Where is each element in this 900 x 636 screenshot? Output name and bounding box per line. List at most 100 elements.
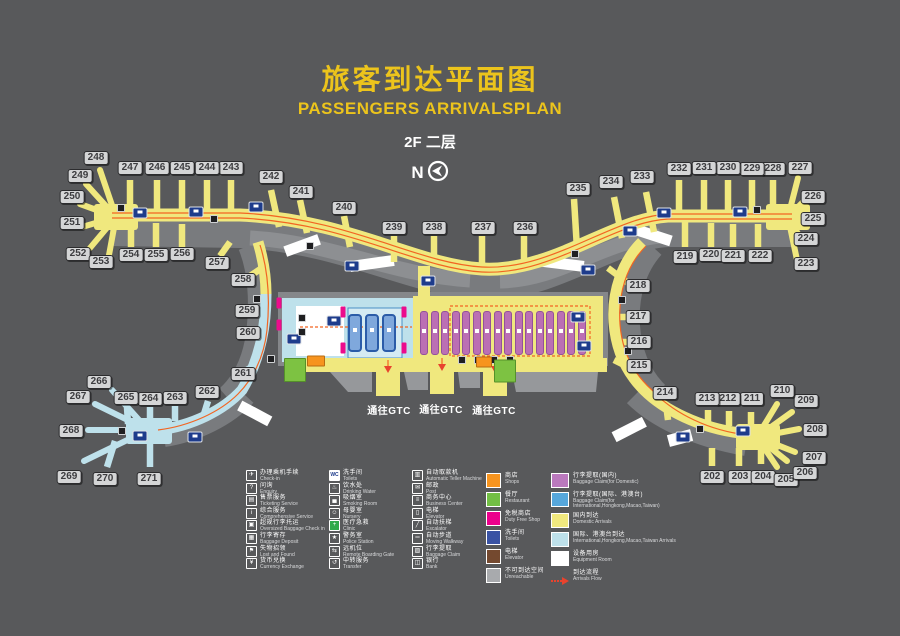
blue-amenity-icon	[580, 264, 596, 276]
facility-duty-free-shop-swatch	[486, 511, 501, 526]
gate-label-267: 267	[65, 390, 91, 404]
baggage-deposit-icon: ▦	[246, 532, 257, 544]
escalator-icon: ╱	[412, 520, 423, 532]
gate-label-213: 213	[694, 392, 720, 406]
gate-label-218: 218	[625, 279, 651, 293]
floor-label: 2F 二层	[404, 134, 456, 151]
compass: N	[0, 160, 860, 187]
blue-amenity-icon	[187, 431, 203, 443]
black-amenity-icon	[753, 206, 761, 214]
gate-label-269: 269	[56, 470, 82, 484]
domestic-baggage-carousel	[451, 311, 460, 355]
gate-label-263: 263	[162, 391, 188, 405]
page-title-zh: 旅客到达平面图	[321, 64, 539, 95]
facility-unreachable-swatch	[486, 568, 501, 583]
automatic-teller-machine-icon: ▥	[412, 470, 423, 481]
gate-label-264: 264	[137, 392, 163, 406]
gate-label-223: 223	[793, 257, 819, 271]
gate-label-224: 224	[793, 232, 819, 246]
gate-label-217: 217	[625, 310, 651, 324]
gate-label-202: 202	[699, 470, 725, 484]
black-amenity-icon	[253, 295, 261, 303]
gate-label-239: 239	[381, 221, 407, 235]
gate-label-205: 205	[773, 473, 799, 487]
domestic-baggage-carousel	[504, 311, 512, 355]
domestic-baggage-carousel	[472, 311, 481, 355]
post-icon: ✉	[412, 482, 423, 494]
black-amenity-icon	[618, 296, 626, 304]
ticketing-service-icon: ▤	[246, 495, 257, 507]
domestic-baggage-carousel	[525, 311, 533, 355]
baggage-claim-icon: ▨	[412, 545, 423, 557]
gate-label-232: 232	[666, 162, 692, 176]
gate-label-226: 226	[800, 190, 826, 204]
gate-label-234: 234	[598, 175, 624, 189]
orange-amenity-icon	[307, 355, 325, 367]
black-amenity-icon	[571, 250, 579, 258]
gate-label-210: 210	[769, 384, 795, 398]
blue-amenity-icon	[675, 431, 691, 443]
gate-label-215: 215	[626, 359, 652, 373]
moving-walkway-icon: ═	[412, 532, 423, 544]
blue-amenity-icon	[732, 206, 748, 218]
zone-baggage-claim-for-internatio: 行李提取(国际、港澳台)Baggage Claim(for Internatio…	[551, 492, 676, 509]
domestic-baggage-carousel	[462, 311, 470, 355]
transfer-icon: ↺	[329, 558, 340, 570]
zone-equipment-room-swatch	[551, 551, 569, 566]
gate-label-212: 212	[715, 392, 741, 406]
drinking-water-icon: ♨	[329, 482, 340, 494]
domestic-baggage-carousel	[493, 311, 502, 355]
enquiry-icon: ?	[246, 482, 257, 494]
gate-label-240: 240	[331, 201, 357, 215]
magenta-amenity-icon	[276, 297, 282, 309]
nursery-icon: ☺	[329, 507, 340, 519]
domestic-baggage-carousel	[483, 311, 491, 355]
blue-amenity-icon	[248, 201, 264, 213]
blue-amenity-icon	[570, 311, 586, 323]
facility-toilets-swatch	[486, 530, 501, 545]
international-baggage-carousel	[365, 314, 379, 352]
gate-label-207: 207	[801, 451, 827, 465]
blue-amenity-icon	[576, 340, 592, 352]
check-in-icon: ✈	[246, 470, 257, 481]
gate-label-258: 258	[230, 273, 256, 287]
compass-icon	[427, 160, 449, 187]
black-amenity-icon	[298, 328, 306, 336]
black-amenity-icon	[306, 242, 314, 250]
legend-zone-colors: 行李提取(国内)Baggage Claim(for Domestic)行李提取(…	[551, 473, 676, 587]
facility-restaurant-swatch	[486, 492, 501, 507]
green-amenity-icon	[494, 359, 516, 383]
blue-amenity-icon	[132, 207, 148, 219]
compass-n-label: N	[411, 162, 424, 182]
gate-label-203: 203	[727, 470, 753, 484]
gate-label-248: 248	[83, 151, 109, 165]
black-amenity-icon	[118, 427, 126, 435]
gate-label-242: 242	[258, 170, 284, 184]
gate-label-241: 241	[288, 185, 314, 199]
blue-amenity-icon	[326, 315, 342, 327]
blue-amenity-icon	[622, 225, 638, 237]
smoking-room-icon: ▄	[329, 495, 340, 507]
gate-label-271: 271	[136, 472, 162, 486]
